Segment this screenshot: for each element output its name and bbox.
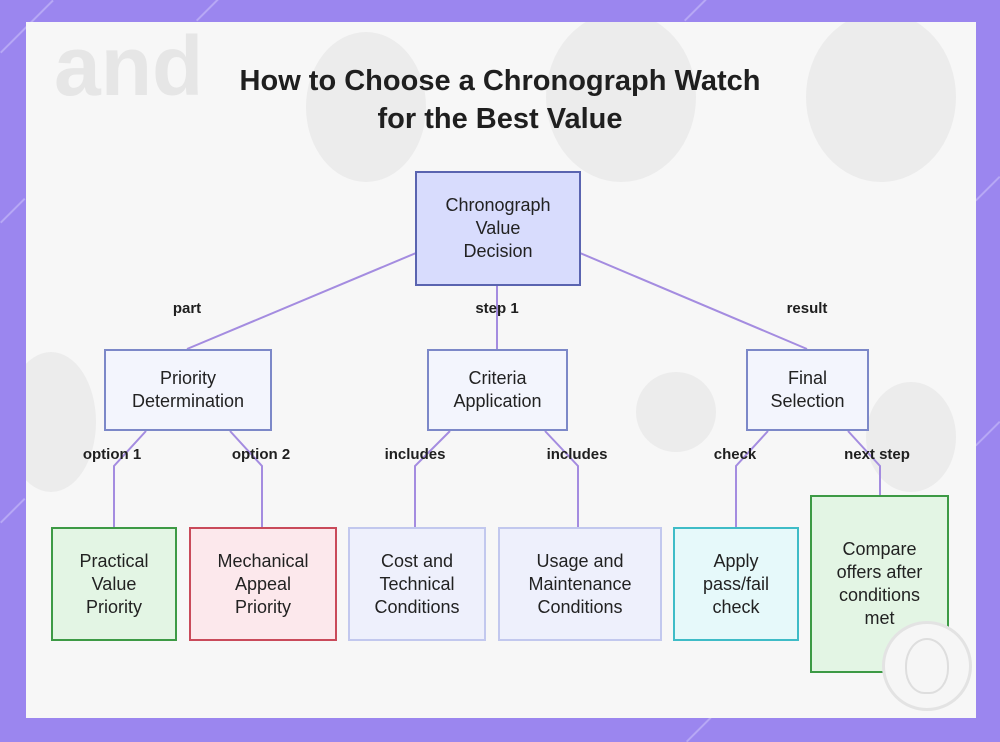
edge-label-next-step: next step bbox=[844, 446, 910, 463]
node-apply-pass-fail-check: Apply pass/fail check bbox=[673, 527, 799, 641]
node-label: Final Selection bbox=[770, 368, 845, 411]
node-criteria-application: Criteria Application bbox=[427, 349, 568, 431]
node-label: Cost and Technical Conditions bbox=[374, 550, 460, 617]
node-mechanical-appeal-priority: Mechanical Appeal Priority bbox=[189, 527, 337, 641]
node-label: Mechanical Appeal Priority bbox=[217, 550, 309, 617]
node-priority-determination: Priority Determination bbox=[104, 349, 272, 431]
background-watch-image bbox=[26, 352, 96, 492]
background-watch-image bbox=[806, 22, 956, 182]
edge-label-part: part bbox=[172, 300, 202, 317]
node-label: Criteria Application bbox=[453, 368, 542, 411]
background-text: and bbox=[54, 22, 204, 113]
node-label: Chronograph Value Decision bbox=[445, 195, 551, 261]
node-label: Compare offers after conditions met bbox=[836, 539, 923, 628]
diagram-title: How to Choose a Chronograph Watch for th… bbox=[0, 62, 1000, 138]
watermark-seal bbox=[882, 621, 972, 711]
background-watch-image bbox=[636, 372, 716, 452]
edge-label-check: check bbox=[713, 446, 757, 463]
edge-label-option-2: option 2 bbox=[231, 446, 291, 463]
node-chronograph-value-decision: Chronograph Value Decision bbox=[415, 171, 581, 286]
connector-root-final bbox=[579, 252, 808, 350]
node-final-selection: Final Selection bbox=[746, 349, 869, 431]
node-practical-value-priority: Practical Value Priority bbox=[51, 527, 177, 641]
connector-criteria-cost bbox=[414, 430, 451, 527]
connector-root-priority bbox=[186, 252, 417, 350]
node-label: Usage and Maintenance Conditions bbox=[528, 550, 632, 617]
connector-final-apply bbox=[735, 430, 769, 527]
connector-criteria-usage bbox=[544, 430, 579, 527]
edge-label-step-1: step 1 bbox=[475, 300, 519, 317]
node-usage-maintenance-conditions: Usage and Maintenance Conditions bbox=[498, 527, 662, 641]
connector-priority-mechanical bbox=[229, 430, 263, 527]
edge-label-result: result bbox=[786, 300, 828, 317]
edge-label-includes-usage: includes bbox=[546, 446, 608, 463]
node-label: Priority Determination bbox=[131, 368, 245, 411]
title-line-1: How to Choose a Chronograph Watch bbox=[239, 65, 761, 97]
node-label: Apply pass/fail check bbox=[702, 550, 770, 617]
edge-label-option-1: option 1 bbox=[82, 446, 142, 463]
title-line-2: for the Best Value bbox=[377, 103, 623, 135]
connector-priority-practical bbox=[113, 430, 147, 527]
background-watch-image bbox=[546, 22, 696, 182]
node-label: Practical Value Priority bbox=[79, 550, 149, 617]
edge-label-includes-cost: includes bbox=[384, 446, 446, 463]
background-watch-image bbox=[306, 32, 426, 182]
node-cost-technical-conditions: Cost and Technical Conditions bbox=[348, 527, 486, 641]
connector-final-compare bbox=[847, 430, 881, 495]
